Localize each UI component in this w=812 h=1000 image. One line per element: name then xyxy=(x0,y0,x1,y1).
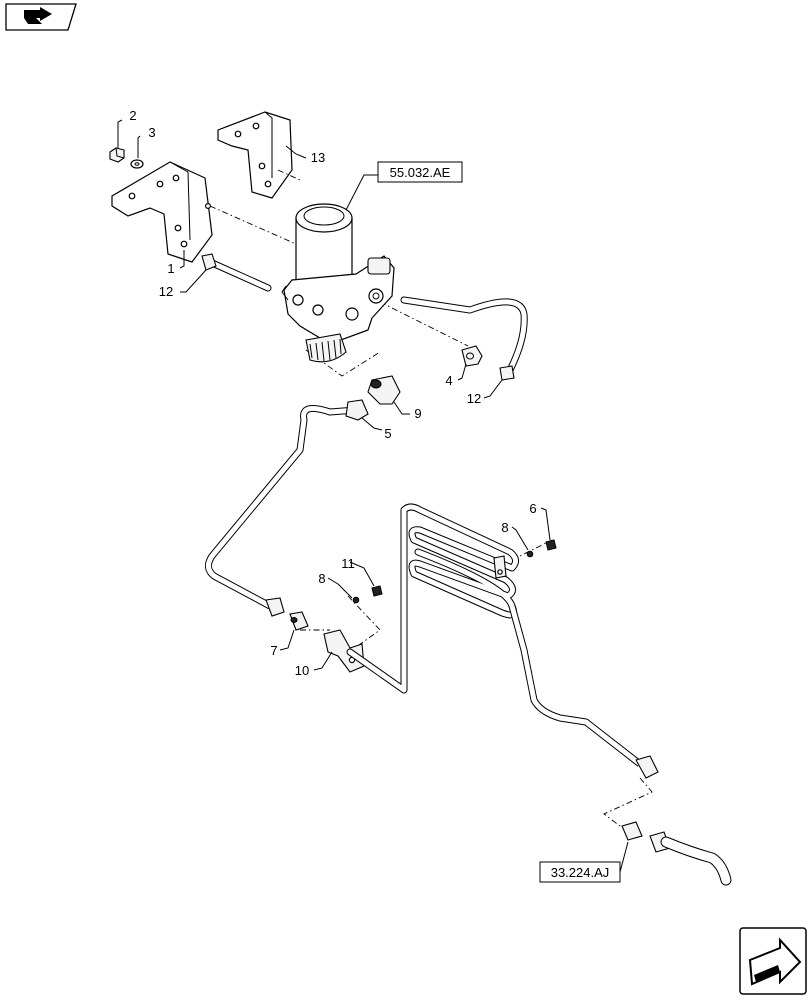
callout-5: 5 xyxy=(384,426,391,441)
connector-lower-right xyxy=(621,821,732,886)
bolt-6 xyxy=(545,539,557,551)
tube-nut-5 xyxy=(345,399,369,421)
ref-box-dryer[interactable]: 55.032.AE xyxy=(377,161,463,183)
tube-nut-lower-left xyxy=(265,597,285,617)
tube-12-right xyxy=(400,296,528,381)
previous-page-arrow-icon xyxy=(24,7,52,24)
leader-line-ref xyxy=(619,841,629,873)
washer-8-upper xyxy=(526,550,534,558)
nut-2 xyxy=(109,147,125,163)
cooling-coil xyxy=(346,503,643,767)
previous-page-button[interactable] xyxy=(5,3,77,31)
callout-leaders xyxy=(117,119,551,671)
leader-dryer xyxy=(345,174,378,211)
tube-nut-lower-right xyxy=(635,755,659,779)
callout-4: 4 xyxy=(445,373,452,388)
callout-9: 9 xyxy=(414,406,421,421)
callout-2: 2 xyxy=(129,108,136,123)
air-dryer xyxy=(281,203,395,363)
next-page-arrow-icon xyxy=(748,937,802,986)
callout-10: 10 xyxy=(295,663,309,678)
next-page-button[interactable] xyxy=(739,927,807,995)
bolt-11 xyxy=(371,585,383,597)
ref-label-dryer: 55.032.AE xyxy=(390,165,451,180)
rigid-line-left xyxy=(205,404,357,610)
clamp-10 xyxy=(323,629,365,673)
washer-8-lower xyxy=(352,596,360,604)
callout-8-upper: 8 xyxy=(501,520,508,535)
callout-3: 3 xyxy=(148,125,155,140)
callout-8-lower: 8 xyxy=(318,571,325,586)
bracket-13 xyxy=(217,111,293,199)
callout-numbers: 2 3 13 1 12 4 12 5 9 6 8 11 8 7 10 xyxy=(129,108,536,678)
callout-13: 13 xyxy=(311,150,325,165)
callout-1: 1 xyxy=(167,261,174,276)
fitting-4 xyxy=(461,345,483,367)
connector-7 xyxy=(289,611,309,631)
washer-3 xyxy=(130,159,144,169)
ref-box-line[interactable]: 33.224.AJ xyxy=(539,861,621,883)
callout-11: 11 xyxy=(341,556,355,571)
bracket-1 xyxy=(111,161,213,263)
assembly-lines xyxy=(209,169,653,833)
callout-6: 6 xyxy=(529,501,536,516)
elbow-fitting-9 xyxy=(367,375,401,405)
callout-7: 7 xyxy=(270,643,277,658)
callout-12-right: 12 xyxy=(467,391,481,406)
callout-12-left: 12 xyxy=(159,284,173,299)
tube-12-left xyxy=(201,253,272,292)
ref-label-line: 33.224.AJ xyxy=(551,865,610,880)
